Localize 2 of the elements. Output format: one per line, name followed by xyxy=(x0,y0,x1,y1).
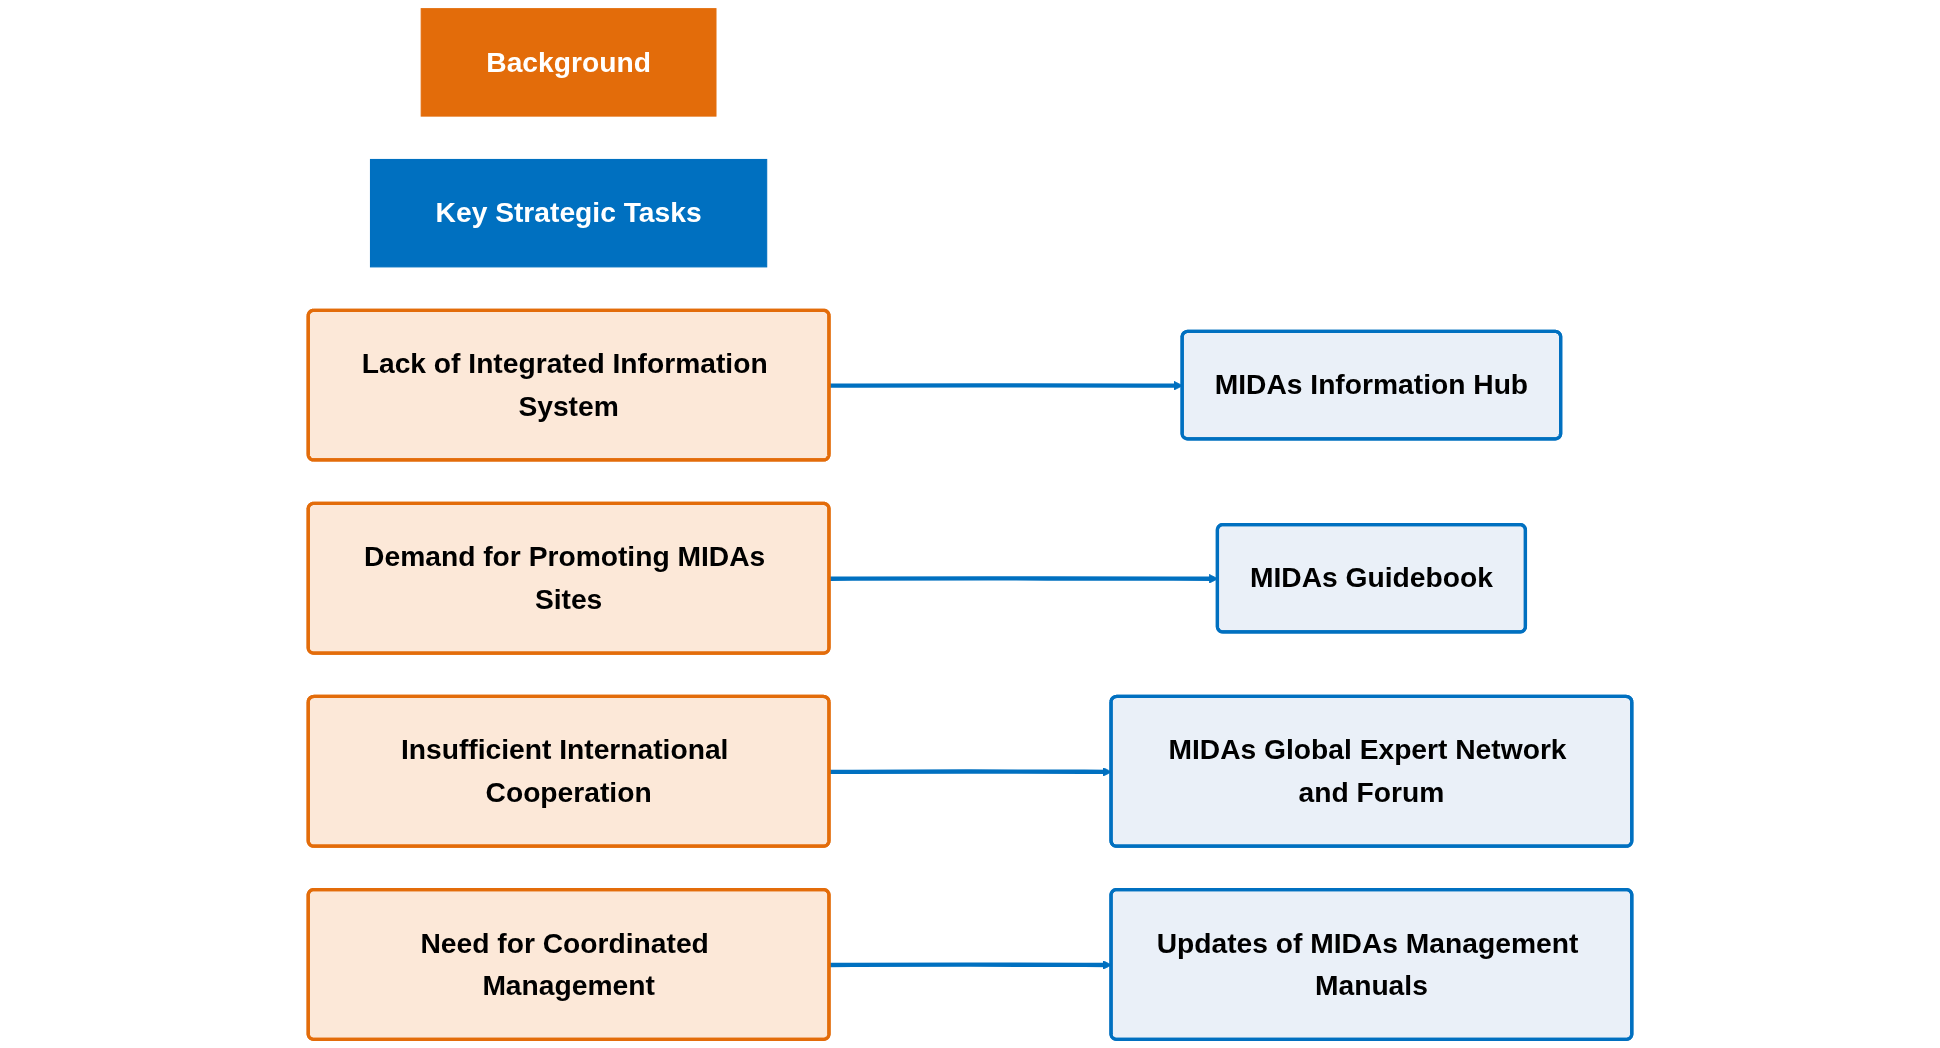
node-box: Background xyxy=(420,8,717,117)
node-box: Key Strategic Tasks xyxy=(369,158,768,268)
